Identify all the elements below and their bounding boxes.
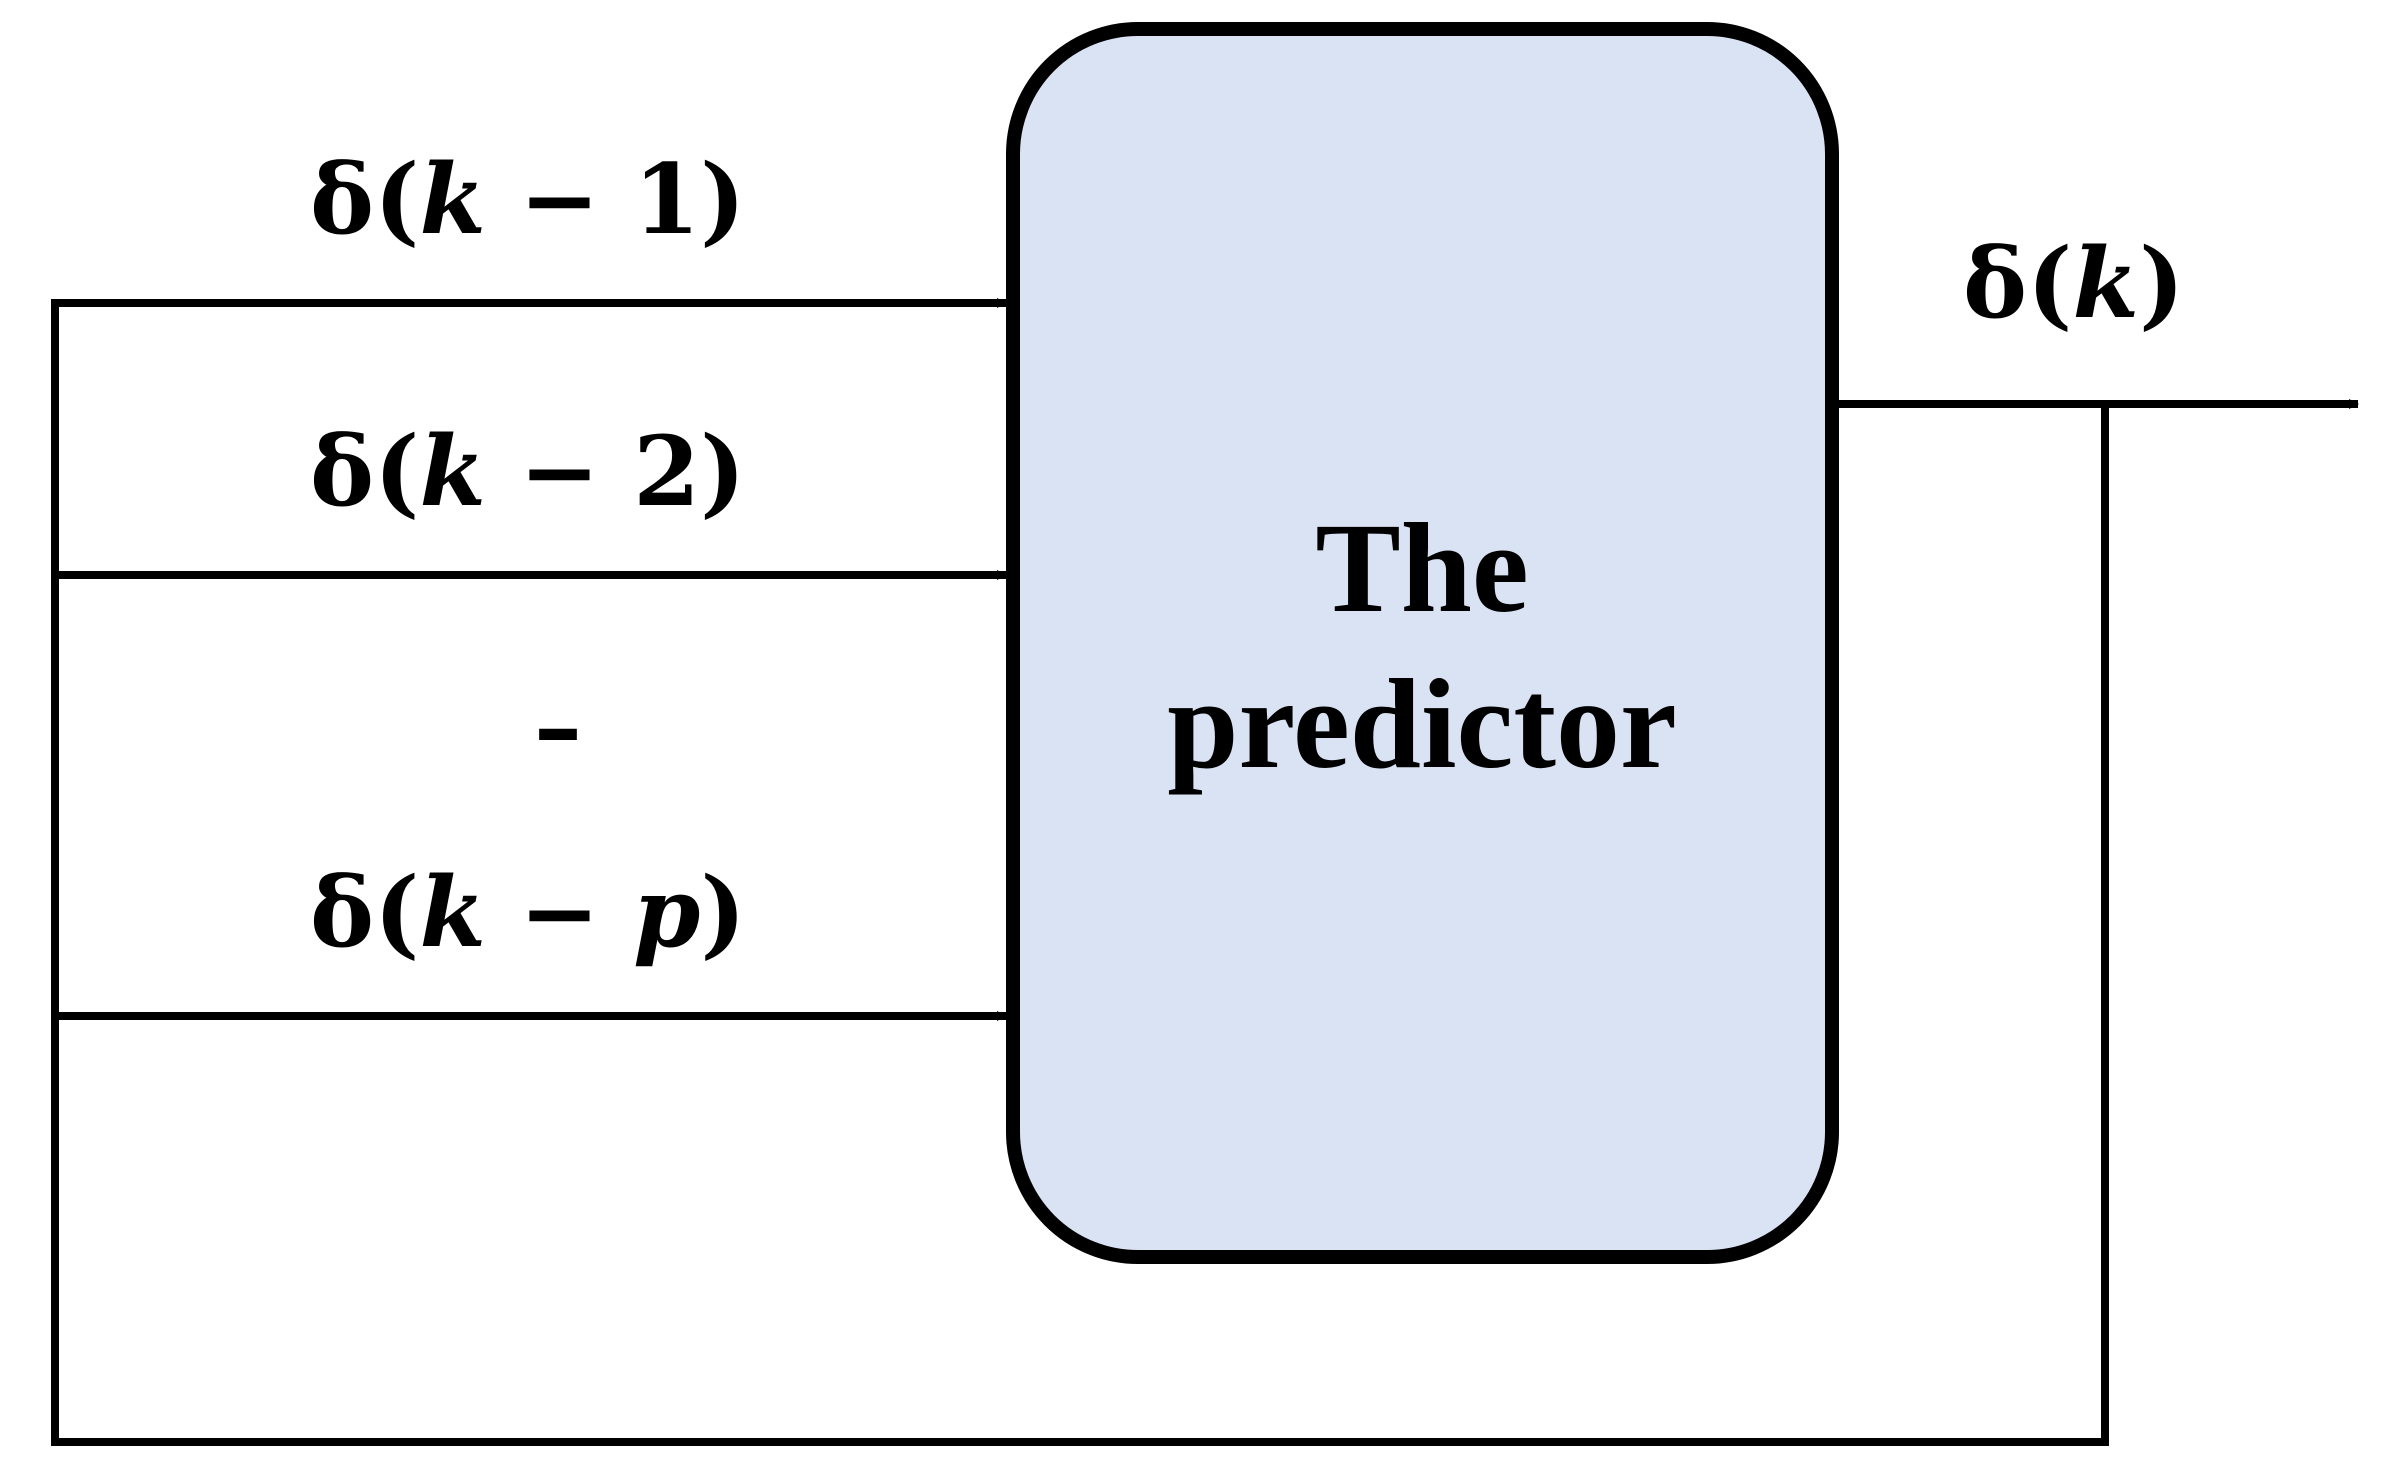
input-label-2: δ(k − 2) — [310, 415, 745, 528]
ellipsis-dash: – — [534, 670, 582, 783]
predictor-box — [1006, 22, 1839, 1264]
predictor-box-label-line1: The — [1315, 497, 1528, 639]
output-label: δ(k) — [1963, 227, 2184, 340]
predictor-box-label-line2: predictor — [1167, 653, 1677, 795]
input-label-p: δ(k − p) — [310, 856, 746, 969]
input-label-1: δ(k − 1) — [310, 143, 745, 256]
